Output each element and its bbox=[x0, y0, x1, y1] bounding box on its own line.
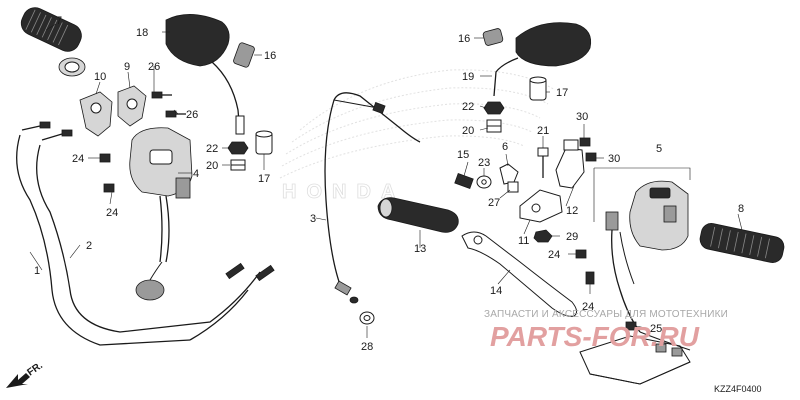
callout-6[interactable]: 6 bbox=[502, 141, 508, 153]
switch-connector-block[interactable] bbox=[579, 331, 691, 385]
left-handlebar-grip[interactable] bbox=[17, 4, 86, 77]
right-switch-housing[interactable] bbox=[605, 180, 689, 333]
screw-15[interactable] bbox=[454, 173, 474, 189]
clutch-lever[interactable] bbox=[461, 231, 578, 317]
bracket-6[interactable] bbox=[499, 163, 519, 185]
bolt-26-upper[interactable] bbox=[151, 91, 172, 99]
bolt-20-right[interactable] bbox=[486, 119, 502, 133]
screw-24-d[interactable] bbox=[585, 271, 595, 285]
right-mirror[interactable] bbox=[493, 22, 592, 97]
left-mirror[interactable] bbox=[165, 14, 245, 135]
watermark: ЗАПЧАСТИ И АКСЕССУАРЫ ДЛЯ МОТОТЕХНИКИ PA… bbox=[484, 309, 728, 352]
callout-23[interactable]: 23 bbox=[478, 157, 490, 169]
throttle-grip-pipe[interactable] bbox=[377, 197, 459, 233]
watermark-caption: ЗАПЧАСТИ И АКСЕССУАРЫ ДЛЯ МОТОТЕХНИКИ bbox=[484, 309, 728, 320]
right-switch-group-bracket bbox=[593, 167, 691, 222]
callout-12[interactable]: 12 bbox=[566, 205, 578, 217]
callout-27[interactable]: 27 bbox=[488, 197, 500, 209]
honda-logo-text: HONDA bbox=[282, 181, 405, 203]
callout-2[interactable]: 2 bbox=[86, 240, 92, 252]
callout-30-right[interactable]: 30 bbox=[608, 153, 620, 165]
callout-20-left[interactable]: 20 bbox=[206, 160, 218, 172]
handlebar-holder-lower[interactable] bbox=[79, 91, 113, 137]
callout-1[interactable]: 1 bbox=[34, 265, 40, 277]
callout-29[interactable]: 29 bbox=[566, 231, 578, 243]
right-handlebar-grip[interactable] bbox=[698, 222, 786, 265]
callout-22-right[interactable]: 22 bbox=[462, 101, 474, 113]
leader-lines bbox=[29, 23, 743, 338]
callout-26-lower[interactable]: 26 bbox=[186, 109, 198, 121]
callout-9[interactable]: 9 bbox=[124, 61, 130, 73]
callout-16-left[interactable]: 16 bbox=[264, 50, 276, 62]
bolt-21[interactable] bbox=[537, 147, 549, 178]
watermark-brand: PARTS-FOR.RU bbox=[490, 321, 700, 352]
nut-22-left[interactable] bbox=[227, 141, 249, 155]
honda-wing-logo: HONDA bbox=[279, 69, 556, 203]
screw-24-b[interactable] bbox=[103, 183, 115, 193]
screw-24-c[interactable] bbox=[575, 249, 587, 259]
mirror-boot-16-left[interactable] bbox=[233, 42, 256, 68]
callout-24-b[interactable]: 24 bbox=[106, 207, 118, 219]
callout-labels: 7 10 9 26 26 18 16 22 20 17 4 24 24 1 2 … bbox=[34, 15, 744, 353]
bolt-20-left[interactable] bbox=[230, 159, 246, 171]
end-cap-17-right[interactable] bbox=[529, 76, 547, 101]
end-cap-17-left[interactable] bbox=[255, 130, 273, 155]
callout-10[interactable]: 10 bbox=[94, 71, 106, 83]
clutch-bracket-12[interactable] bbox=[555, 139, 585, 189]
screw-30-upper[interactable] bbox=[579, 137, 591, 147]
callout-5[interactable]: 5 bbox=[656, 143, 662, 155]
callout-4[interactable]: 4 bbox=[193, 168, 199, 180]
callout-21[interactable]: 21 bbox=[537, 125, 549, 137]
clutch-cable-washer-28[interactable] bbox=[359, 311, 375, 325]
callout-14[interactable]: 14 bbox=[490, 285, 502, 297]
mirror-boot-16-right[interactable] bbox=[482, 28, 504, 46]
clutch-lever-bracket-11[interactable] bbox=[519, 189, 563, 223]
clutch-cable[interactable] bbox=[324, 92, 421, 304]
callout-24-c[interactable]: 24 bbox=[548, 249, 560, 261]
callout-22-left[interactable]: 22 bbox=[206, 143, 218, 155]
callout-11[interactable]: 11 bbox=[518, 235, 529, 247]
throttle-cable-2[interactable] bbox=[36, 129, 275, 341]
callout-15[interactable]: 15 bbox=[457, 149, 469, 161]
front-direction-arrow: FR. bbox=[6, 360, 45, 388]
callout-24-d[interactable]: 24 bbox=[582, 301, 594, 313]
callout-20-right[interactable]: 20 bbox=[462, 125, 474, 137]
handlebar-holder-upper[interactable] bbox=[117, 85, 147, 127]
callout-7[interactable]: 7 bbox=[56, 15, 62, 27]
callout-18[interactable]: 18 bbox=[136, 27, 148, 39]
callout-3[interactable]: 3 bbox=[310, 213, 316, 225]
nut-22-right[interactable] bbox=[483, 101, 505, 115]
screw-24-a[interactable] bbox=[99, 153, 111, 163]
callout-17-left[interactable]: 17 bbox=[258, 173, 270, 185]
throttle-cable-1[interactable] bbox=[16, 121, 191, 346]
callout-24-a[interactable]: 24 bbox=[72, 153, 84, 165]
left-switch-housing[interactable] bbox=[129, 127, 193, 301]
callout-25[interactable]: 25 bbox=[650, 323, 662, 335]
diagram-code: KZZ4F0400 bbox=[714, 384, 762, 394]
washer-23[interactable] bbox=[476, 175, 492, 189]
screw-30-right[interactable] bbox=[585, 152, 597, 162]
callout-8[interactable]: 8 bbox=[738, 203, 744, 215]
callout-30-upper[interactable]: 30 bbox=[576, 111, 588, 123]
nut-29[interactable] bbox=[533, 229, 553, 243]
clip-27[interactable] bbox=[507, 181, 519, 193]
callout-16-right[interactable]: 16 bbox=[458, 33, 470, 45]
callout-13[interactable]: 13 bbox=[414, 243, 426, 255]
callout-17-right[interactable]: 17 bbox=[556, 87, 568, 99]
callout-26-upper[interactable]: 26 bbox=[148, 61, 160, 73]
callout-19[interactable]: 19 bbox=[462, 71, 474, 83]
callout-28[interactable]: 28 bbox=[361, 341, 373, 353]
